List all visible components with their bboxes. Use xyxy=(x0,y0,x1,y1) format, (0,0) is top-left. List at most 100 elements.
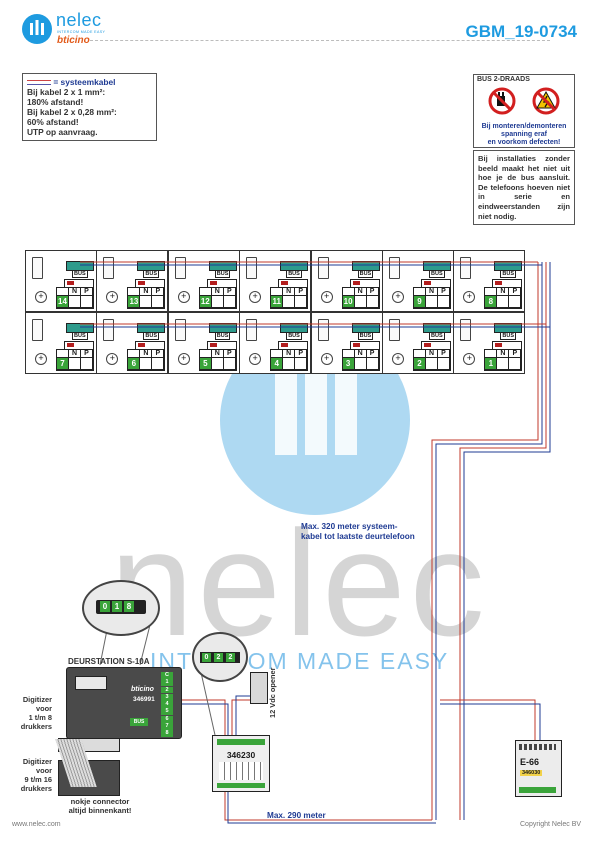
p-label: P xyxy=(152,350,165,358)
cable-note-line3: Bij kabel 2 x 0,28 mm²: xyxy=(27,107,117,117)
door-station-brand: bticino xyxy=(131,686,154,693)
np-cell xyxy=(283,296,296,308)
p-label: P xyxy=(81,350,93,358)
interface-module: 346230 xyxy=(212,735,270,792)
door-station-zoom: 0 1 8 xyxy=(82,580,160,636)
phone-button-icon: + xyxy=(320,291,333,303)
np-cell xyxy=(223,296,236,308)
phone-number-badge: 8 xyxy=(485,296,498,308)
interface-zoom-digit-2: 2 xyxy=(214,653,223,662)
door-station-terminal: 3 xyxy=(161,693,173,701)
digitizer-2-line4: drukkers xyxy=(20,784,52,793)
np-cell xyxy=(509,296,522,308)
door-station-terminal: 7 xyxy=(161,722,173,730)
distance-note-320-line2: kabel tot laatste deurtelefoon xyxy=(301,532,415,541)
interface-zoom: 0 2 2 xyxy=(192,632,248,682)
phone-handset-icon xyxy=(174,257,186,279)
cable-note-line2: 180% afstand! xyxy=(27,97,84,107)
p-label: P xyxy=(366,350,379,358)
np-cell xyxy=(438,358,450,370)
phone-number-badge: 9 xyxy=(414,296,426,308)
cable-note-title-row: = systeemkabel xyxy=(27,77,152,87)
np-cell xyxy=(283,358,296,370)
bus-label: BUS xyxy=(143,270,160,278)
np-cell xyxy=(426,296,438,308)
warning-title: BUS 2-DRAADS xyxy=(477,76,530,83)
watermark-bar-right xyxy=(335,360,357,455)
phone-number-badge: 4 xyxy=(271,358,284,370)
np-cell xyxy=(211,358,224,370)
phone-number-badge: 12 xyxy=(199,296,212,308)
interface-zoom-digit-1: 0 xyxy=(202,653,211,662)
phone-button-icon: + xyxy=(249,353,262,365)
door-station-terminal: 5 xyxy=(161,708,173,716)
np-cell xyxy=(152,358,165,370)
n-label: N xyxy=(426,350,438,358)
door-station-connector xyxy=(75,676,107,690)
np-blank xyxy=(485,288,498,296)
bus-label: BUS xyxy=(72,270,88,278)
phone-number-badge: 10 xyxy=(342,296,355,308)
power-supply-sub: 346030 xyxy=(520,770,543,776)
warning-line3: en voorkom defecten! xyxy=(487,139,561,146)
install-note-box: Bij installaties zonder beeld maakt het … xyxy=(473,150,575,226)
phone-button-icon: + xyxy=(35,291,47,303)
n-label: N xyxy=(283,288,296,296)
phone-handset-icon xyxy=(32,257,43,279)
distance-note-290: Max. 290 meter xyxy=(267,811,326,820)
phone-button-icon: + xyxy=(392,291,404,303)
np-cell xyxy=(354,296,367,308)
door-opener xyxy=(250,672,268,704)
np-cell xyxy=(81,296,93,308)
phone-number-badge: 7 xyxy=(57,358,69,370)
bus-label: BUS xyxy=(143,332,160,340)
p-label: P xyxy=(509,288,522,296)
phone-number-badge: 3 xyxy=(342,358,355,370)
connector-note: nokje connector altijd binnenkant! xyxy=(55,797,145,815)
p-label: P xyxy=(81,288,93,296)
bus-label: BUS xyxy=(429,332,445,340)
n-label: N xyxy=(354,350,367,358)
phone-number-badge: 13 xyxy=(128,296,141,308)
phone-number-badge: 5 xyxy=(199,358,212,370)
digitizer-1-line2: voor xyxy=(35,704,52,713)
power-supply-top xyxy=(519,744,556,750)
bus-label: BUS xyxy=(286,332,302,340)
p-label: P xyxy=(295,288,308,296)
phone-handset-icon xyxy=(103,257,115,279)
zoom-digit-3: 8 xyxy=(124,601,134,612)
interface-module-model: 346230 xyxy=(226,750,256,760)
np-cell xyxy=(497,358,510,370)
n-label: N xyxy=(211,288,224,296)
np-cell xyxy=(497,296,510,308)
no-plug-icon xyxy=(488,87,516,115)
np-blank xyxy=(199,350,212,358)
phone-handset-icon xyxy=(460,257,472,279)
door-station-bus-label: BUS xyxy=(130,718,148,726)
power-supply: E-66 346030 xyxy=(515,740,562,797)
door-station-terminal: 6 xyxy=(161,715,173,723)
interface-zoom-digit-3: 2 xyxy=(226,653,235,662)
phone-number-badge: 6 xyxy=(128,358,141,370)
p-label: P xyxy=(438,350,450,358)
np-blank xyxy=(128,288,141,296)
phone-handset-icon xyxy=(246,319,258,341)
cable-note-line5: UTP op aanvraag. xyxy=(27,127,98,137)
power-supply-bottom xyxy=(519,787,556,793)
digitizer-2-line2: voor xyxy=(35,766,52,775)
